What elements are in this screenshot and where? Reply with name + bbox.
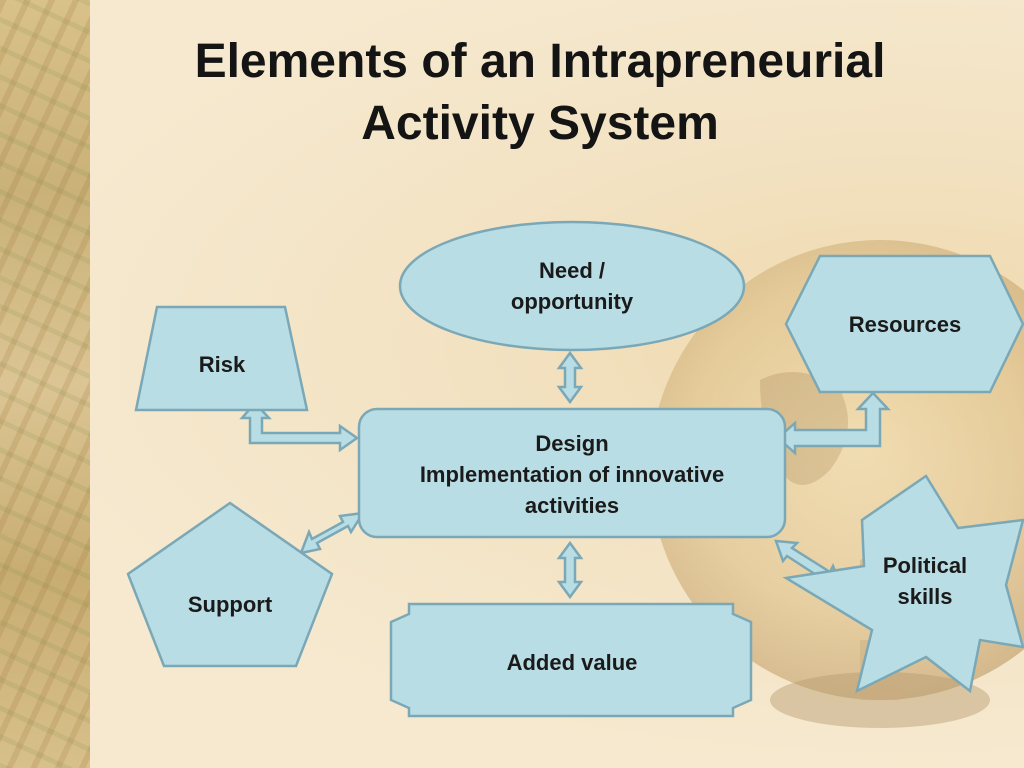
support-design-double-arrow — [299, 511, 366, 555]
design-implementation-node — [357, 407, 787, 539]
risk-label: Risk — [198, 352, 246, 377]
page-title-line-1: Elements of an Intrapreneurial — [194, 35, 886, 88]
added-value-label: Added value — [506, 650, 638, 675]
resources-node — [784, 254, 1024, 394]
political-label-line-2: skills — [897, 584, 953, 609]
added-value-node — [389, 602, 753, 718]
need-label-line-2: opportunity — [510, 289, 634, 314]
support-label: Support — [187, 592, 273, 617]
design-added-value-double-arrow — [556, 540, 584, 600]
design-label-line-3: activities — [524, 493, 620, 518]
political-label-line-1: Political — [882, 553, 968, 578]
page-title-line-2: Activity System — [361, 97, 719, 150]
resources-label: Resources — [848, 312, 962, 337]
risk-design-double-arrow — [239, 401, 360, 453]
risk-node — [134, 305, 309, 412]
support-node — [126, 501, 334, 668]
decorative-map-strip — [0, 0, 90, 768]
resources-design-double-arrow — [776, 391, 891, 456]
need-design-double-arrow — [556, 350, 584, 405]
need-opportunity-node — [398, 220, 746, 352]
design-label-line-2: Implementation of innovative — [419, 462, 725, 487]
design-label-line-1: Design — [535, 431, 609, 456]
need-label-line-1: Need / — [538, 258, 606, 283]
political-skills-node — [782, 474, 1024, 694]
